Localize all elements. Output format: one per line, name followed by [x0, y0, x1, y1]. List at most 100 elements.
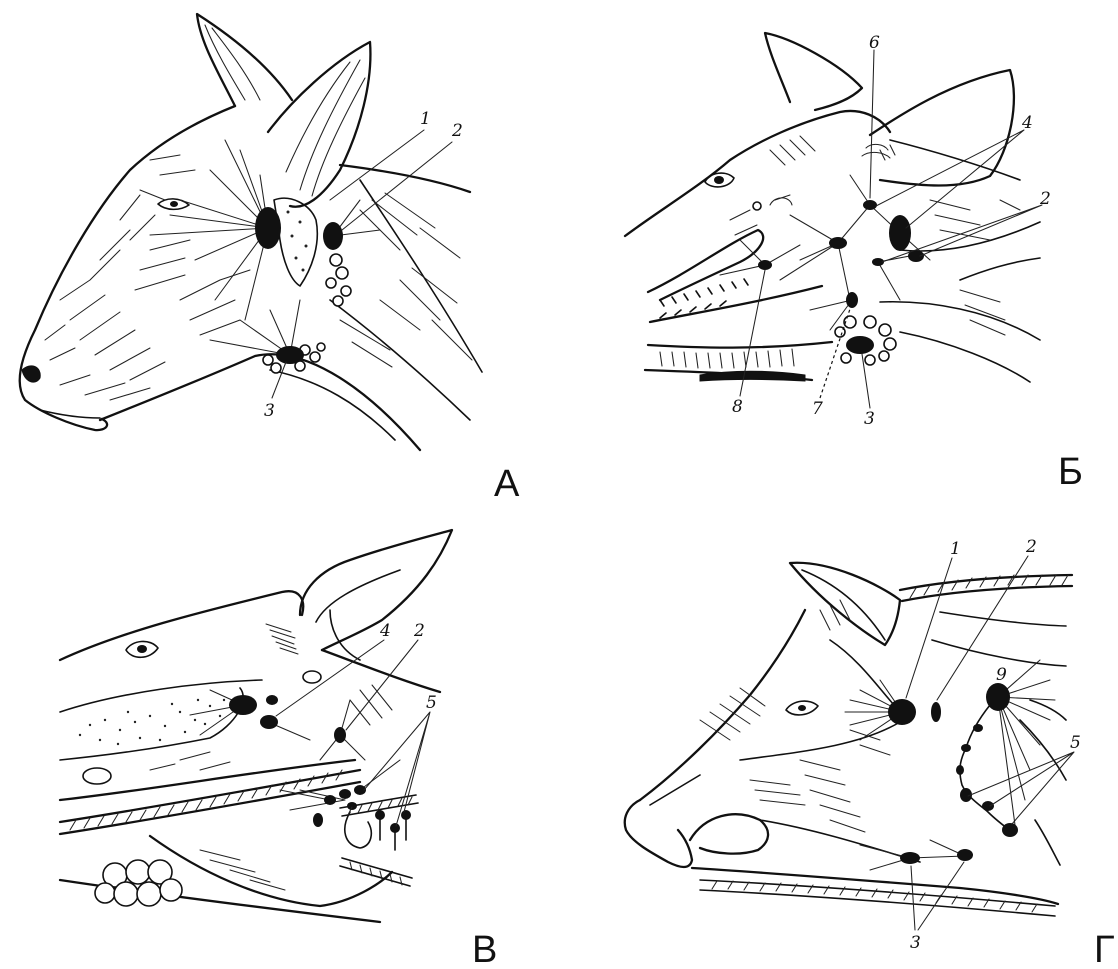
panel-letter: В: [472, 929, 497, 969]
lymph-bead: [330, 254, 342, 266]
panel-letter: А: [494, 463, 520, 505]
grape-node: [160, 879, 182, 901]
label-1: 1: [420, 109, 431, 129]
jaw-hatching: [660, 349, 794, 368]
snout: [625, 800, 692, 867]
leader-lines: [276, 640, 430, 826]
hatching: [150, 624, 392, 890]
grape-node: [126, 860, 150, 884]
nostril: [83, 768, 111, 784]
lymph-vessels: [720, 175, 930, 330]
lymph-node-parotid: [888, 699, 916, 725]
lymph-node: [334, 727, 346, 743]
lymph-bead: [271, 363, 281, 373]
lymph-bead: [884, 338, 896, 350]
panel-letter: Г: [1094, 929, 1115, 969]
label-2: 2: [1039, 189, 1051, 209]
lymph-node: [863, 200, 877, 210]
panel-a: 1 2 3 А: [20, 14, 520, 505]
lymph-bead: [310, 352, 320, 362]
label-5: 5: [426, 693, 437, 713]
label-4: 4: [1021, 113, 1033, 133]
lymph-node: [957, 849, 973, 861]
lymph-node: [758, 260, 772, 270]
jaw-line: [100, 354, 420, 450]
lymph-bead: [263, 355, 273, 365]
label-6: 6: [869, 33, 880, 53]
lymph-node: [229, 695, 257, 715]
lymph-node-retropharyngeal: [323, 222, 343, 250]
lymph-bead: [865, 355, 875, 365]
neck-contour: [880, 140, 1040, 382]
lymph-vessels: [845, 660, 1055, 870]
lymph-node-mandibular: [276, 346, 304, 364]
lymph-bead: [317, 343, 325, 351]
lymph-bead: [326, 278, 336, 288]
lymph-node: [339, 789, 351, 799]
head-top-line: [625, 111, 890, 236]
mouth-ring: [690, 814, 768, 853]
label-3: 3: [264, 401, 275, 421]
small-oval: [303, 671, 321, 683]
node-chain: [960, 705, 1012, 832]
leader-lines: [906, 556, 1074, 930]
pupil: [170, 201, 178, 207]
head-top-line: [60, 591, 303, 660]
lymph-node: [390, 823, 400, 833]
grape-node: [137, 882, 161, 906]
ear-left: [765, 33, 862, 110]
ear-right: [268, 42, 370, 207]
label-1: 1: [950, 539, 961, 559]
tongue: [700, 371, 805, 381]
lymph-node: [986, 683, 1010, 711]
lymph-node: [931, 702, 941, 722]
lymph-node: [829, 237, 847, 249]
label-7: 7: [812, 399, 823, 419]
neck-top-band: [900, 575, 1072, 601]
panel-v: 4 2 5 В: [60, 530, 497, 969]
upper-jaw: [648, 230, 763, 300]
lymph-vessels: [190, 690, 400, 810]
lymph-bead: [879, 324, 891, 336]
pupil: [798, 705, 806, 711]
label-3: 3: [910, 933, 921, 953]
lymph-node: [973, 724, 983, 732]
nostril: [22, 366, 40, 382]
neck-contours: [932, 612, 1066, 865]
label-2: 2: [451, 121, 463, 141]
ear: [300, 530, 452, 650]
lymph-bead: [336, 267, 348, 279]
hatching: [700, 600, 890, 832]
lymph-node: [846, 292, 858, 308]
gland-texture: [287, 211, 308, 272]
lymph-node: [900, 852, 920, 864]
jaw-band: [700, 880, 1055, 916]
nasal-band: [60, 680, 262, 760]
label-3: 3: [864, 409, 875, 429]
lymph-node: [401, 810, 411, 820]
lymph-node: [266, 695, 278, 705]
label-4: 4: [379, 621, 391, 641]
grape-node: [114, 882, 138, 906]
lymph-node: [961, 744, 971, 752]
lymph-node-parotid: [255, 207, 281, 249]
lymph-node: [956, 765, 964, 775]
face-line: [640, 610, 805, 800]
jaw-band-hatching: [712, 881, 1037, 912]
pupil: [714, 176, 724, 184]
lymph-node: [1002, 823, 1018, 837]
lymph-bead: [879, 351, 889, 361]
ear: [790, 563, 900, 645]
label-8: 8: [732, 397, 743, 417]
head-outline: [20, 106, 235, 430]
label-2: 2: [1025, 537, 1037, 557]
lymph-bead: [864, 316, 876, 328]
grape-node: [95, 883, 115, 903]
panel-g: 1 2 9 5 3 Г: [625, 537, 1115, 969]
lymph-bead: [333, 296, 343, 306]
label-2: 2: [413, 621, 425, 641]
panel-b: 6 4 2 8 7 3 Б: [625, 33, 1083, 493]
panel-letter: Б: [1058, 451, 1083, 493]
lymph-node: [982, 801, 994, 811]
lymph-node: [324, 795, 336, 805]
